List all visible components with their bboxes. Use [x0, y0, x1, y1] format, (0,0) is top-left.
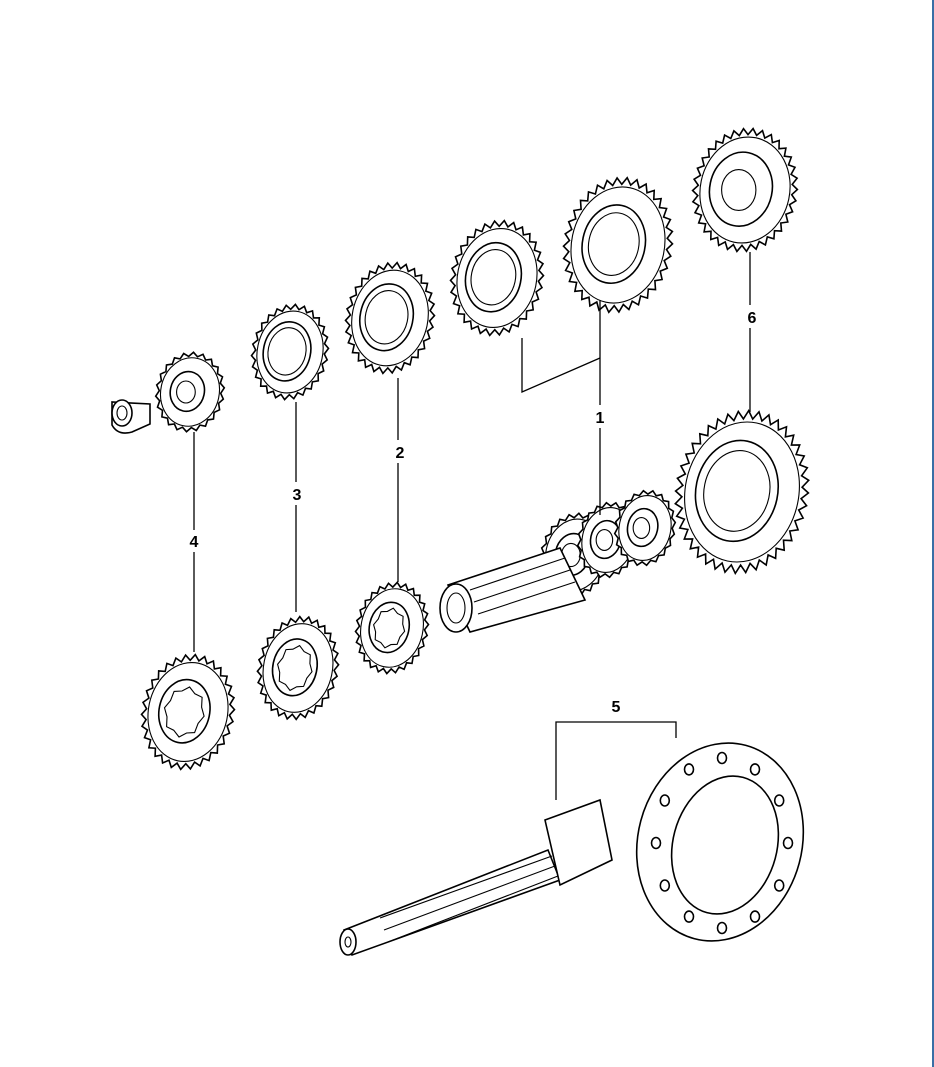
gear-part1-a — [449, 219, 545, 337]
ring-gear-bolt-hole — [683, 763, 695, 776]
gear-mainshaft-3 — [613, 489, 677, 567]
callout-label-6: 6 — [748, 310, 757, 327]
ring-gear-bolt-hole — [773, 794, 785, 807]
callout-label-5: 5 — [612, 699, 621, 716]
ring-gear-bolt-hole — [749, 910, 761, 923]
ring-gear-bolt-hole — [773, 879, 785, 892]
gear-part4-bottom — [140, 653, 236, 771]
callout-label-2: 2 — [396, 445, 405, 462]
gear-part6-bottom — [674, 408, 810, 576]
callout-label-4: 4 — [190, 534, 199, 551]
callout-label-3: 3 — [293, 487, 302, 504]
gear-part1-b — [562, 176, 674, 314]
gear-part3-bottom — [256, 615, 340, 721]
leader-lines — [193, 252, 751, 800]
gear-part6-top — [691, 127, 799, 253]
ring-gear-bolt-hole — [683, 910, 695, 923]
mainshaft-assembly — [439, 547, 587, 633]
callout-label-1: 1 — [596, 410, 605, 427]
input-shaft-gear — [111, 399, 151, 434]
ring-gear-bolt-hole — [716, 751, 728, 765]
gear-part3-top — [250, 303, 330, 401]
gear-part2-top — [344, 261, 436, 375]
ring-gear-bolt-hole — [716, 921, 728, 935]
ring-gear-bolt-hole — [659, 794, 671, 807]
pinion-shaft — [339, 798, 613, 957]
ring-gear-bolt-hole — [650, 836, 662, 850]
right-edge-line — [932, 0, 934, 1067]
gear-part4-top — [154, 351, 226, 433]
gear-part2-bottom — [354, 581, 430, 675]
ring-gear-bolt-hole — [749, 763, 761, 776]
ring-gear-bolt-hole — [782, 836, 794, 850]
ring-gear-bolt-hole — [659, 879, 671, 892]
ring-gear — [635, 742, 805, 942]
